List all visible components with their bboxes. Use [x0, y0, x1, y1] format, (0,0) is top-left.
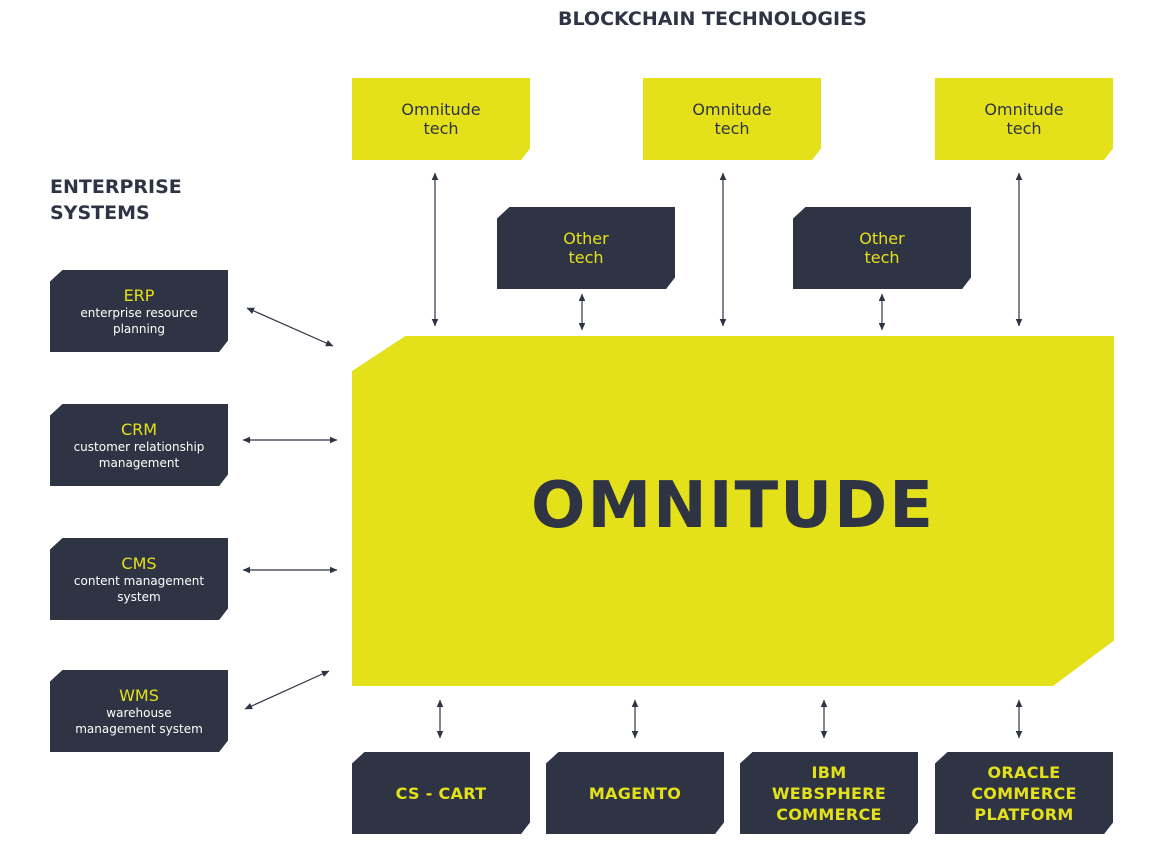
omnitude-core-block: OMNITUDE — [352, 336, 1114, 686]
cms-desc-line1: content management — [73, 573, 205, 588]
oracle-label-line1: ORACLE — [987, 762, 1061, 782]
omnitude-tech-box-3: Omnitude tech — [935, 78, 1113, 160]
omnitude-tech-label-1b: tech — [423, 119, 459, 138]
crm-desc-line1: customer relationship — [73, 439, 205, 454]
ibm-label-line2: WEBSPHERE — [771, 783, 887, 803]
magento-label: MAGENTO — [588, 783, 682, 803]
cs-cart-label: CS - CART — [395, 783, 487, 803]
erp-desc-line2: planning — [112, 321, 166, 336]
other-tech-box-2: Other tech — [793, 207, 971, 289]
ibm-label-line3: COMMERCE — [776, 804, 882, 824]
other-tech-label-1b: tech — [568, 248, 604, 267]
arrow-erp — [246, 307, 334, 347]
wms-desc-line2: management system — [75, 721, 203, 736]
other-tech-box-1: Other tech — [497, 207, 675, 289]
omnitude-tech-label-1a: Omnitude — [401, 100, 481, 119]
magento-box: MAGENTO — [546, 752, 724, 834]
other-tech-label-2a: Other — [859, 229, 905, 248]
ibm-websphere-box: IBM WEBSPHERE COMMERCE — [740, 752, 918, 834]
wms-box: WMS warehouse management system — [50, 670, 228, 752]
omnitude-tech-label-3b: tech — [1006, 119, 1042, 138]
cms-desc-line2: system — [117, 589, 161, 604]
oracle-commerce-box: ORACLE COMMERCE PLATFORM — [935, 752, 1113, 834]
omnitude-core-label: OMNITUDE — [531, 469, 935, 543]
wms-abbr: WMS — [119, 685, 159, 705]
enterprise-heading-line1: ENTERPRISE — [50, 176, 182, 198]
oracle-label-line3: PLATFORM — [974, 804, 1074, 824]
other-tech-label-1a: Other — [563, 229, 609, 248]
erp-desc-line1: enterprise resource — [80, 305, 198, 320]
arrow-wms — [244, 670, 330, 710]
crm-box: CRM customer relationship management — [50, 404, 228, 486]
enterprise-heading-line2: SYSTEMS — [50, 202, 150, 224]
omnitude-tech-label-2b: tech — [714, 119, 750, 138]
cms-box: CMS content management system — [50, 538, 228, 620]
omnitude-tech-box-1: Omnitude tech — [352, 78, 530, 160]
cms-abbr: CMS — [121, 553, 157, 573]
crm-desc-line2: management — [98, 455, 180, 470]
cs-cart-box: CS - CART — [352, 752, 530, 834]
omnitude-tech-box-2: Omnitude tech — [643, 78, 821, 160]
oracle-label-line2: COMMERCE — [971, 783, 1077, 803]
omnitude-tech-label-3a: Omnitude — [984, 100, 1064, 119]
erp-abbr: ERP — [123, 285, 155, 305]
erp-box: ERP enterprise resource planning — [50, 270, 228, 352]
omnitude-tech-label-2a: Omnitude — [692, 100, 772, 119]
other-tech-label-2b: tech — [864, 248, 900, 267]
crm-abbr: CRM — [120, 419, 158, 439]
ibm-label-line1: IBM — [811, 762, 847, 782]
blockchain-technologies-heading: BLOCKCHAIN TECHNOLOGIES — [558, 8, 867, 30]
wms-desc-line1: warehouse — [106, 705, 172, 720]
enterprise-systems-heading: ENTERPRISE SYSTEMS — [50, 174, 182, 226]
